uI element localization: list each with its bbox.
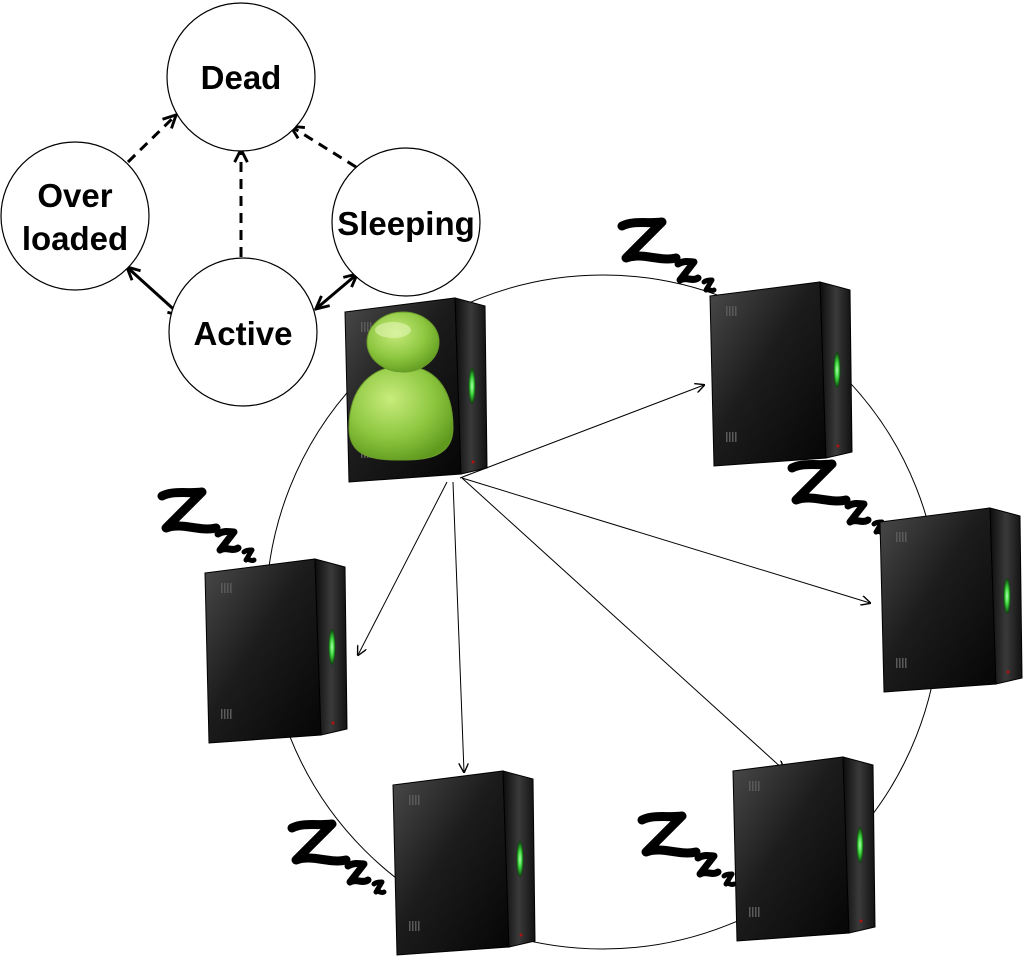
state-active-label: Active — [193, 315, 292, 352]
state-overloaded-label-line2: loaded — [22, 220, 128, 257]
arrow-to-left — [358, 481, 448, 655]
server-active-user — [344, 297, 488, 483]
state-sleeping: Sleeping — [331, 147, 481, 297]
zzz-icon — [287, 819, 387, 896]
power-led — [856, 827, 864, 863]
state-dead: Dead — [166, 2, 316, 152]
server-right — [787, 459, 1023, 693]
transition-sleeping-to-dead — [292, 127, 357, 169]
zzz-icon — [787, 459, 887, 536]
state-machine: Dead Over loaded Sleeping Active — [0, 2, 481, 407]
servers — [157, 217, 1023, 956]
broadcast-arrows — [358, 385, 870, 772]
server-left — [157, 487, 348, 744]
server-bottom — [287, 770, 536, 956]
power-led — [1003, 578, 1011, 614]
power-led — [833, 352, 841, 388]
arrow-to-bottom-right — [461, 477, 784, 770]
transition-overloaded-to-dead — [126, 116, 175, 164]
transition-active-sleeping — [317, 275, 356, 308]
state-active: Active — [168, 257, 318, 407]
arrow-to-right — [461, 477, 870, 603]
power-led — [328, 629, 336, 665]
zzz-icon — [157, 487, 257, 564]
state-dead-label: Dead — [201, 59, 282, 96]
zzz-icon — [617, 217, 717, 294]
zzz-icon — [637, 811, 737, 888]
state-overloaded: Over loaded — [0, 141, 150, 291]
server-top-right — [617, 217, 853, 467]
arrow-to-top-right — [459, 385, 704, 479]
power-led — [468, 368, 476, 404]
state-overloaded-label-line1: Over — [37, 177, 112, 214]
user-icon — [348, 311, 454, 461]
power-led — [516, 841, 524, 877]
server-bottom-right — [637, 756, 876, 942]
transition-overloaded-active — [128, 268, 180, 315]
arrow-to-bottom — [452, 481, 464, 772]
state-sleeping-label: Sleeping — [337, 205, 475, 242]
